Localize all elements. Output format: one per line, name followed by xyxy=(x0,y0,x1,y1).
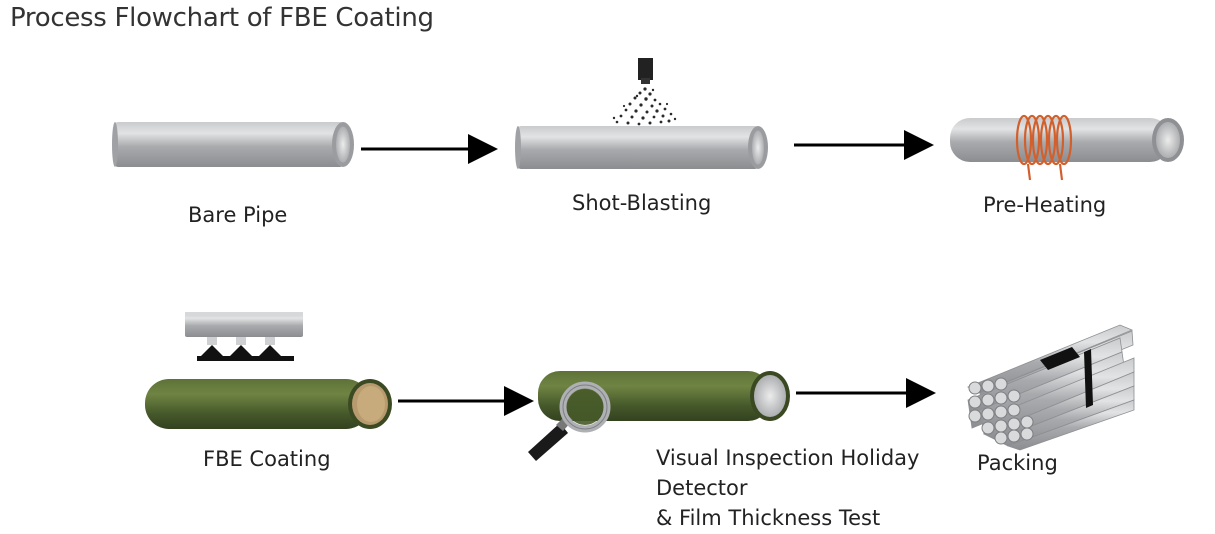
bare-pipe-icon xyxy=(112,122,354,167)
step-label-shot-blasting: Shot-Blasting xyxy=(572,191,712,215)
inspection-label-line-2: Detector xyxy=(656,476,748,500)
inspection-icon xyxy=(528,371,790,461)
fbe-coating-icon xyxy=(145,312,392,429)
step-label-pre-heating: Pre-Heating xyxy=(983,193,1107,217)
step-label-fbe-coating: FBE Coating xyxy=(203,447,331,471)
packed-pipes-bundle-icon xyxy=(967,324,1135,451)
inspection-label-line-3: & Film Thickness Test xyxy=(656,506,881,530)
shot-blasting-icon xyxy=(515,58,768,169)
page-title: Process Flowchart of FBE Coating xyxy=(10,3,434,33)
inspection-label-line-1: Visual Inspection Holiday xyxy=(656,446,920,470)
pre-heating-icon xyxy=(950,114,1184,181)
step-label-bare-pipe: Bare Pipe xyxy=(188,203,288,227)
step-label-packing: Packing xyxy=(977,451,1058,475)
magnifying-glass-icon xyxy=(528,381,611,461)
step-label-inspection: Visual Inspection Holiday Detector & Fil… xyxy=(656,443,919,533)
